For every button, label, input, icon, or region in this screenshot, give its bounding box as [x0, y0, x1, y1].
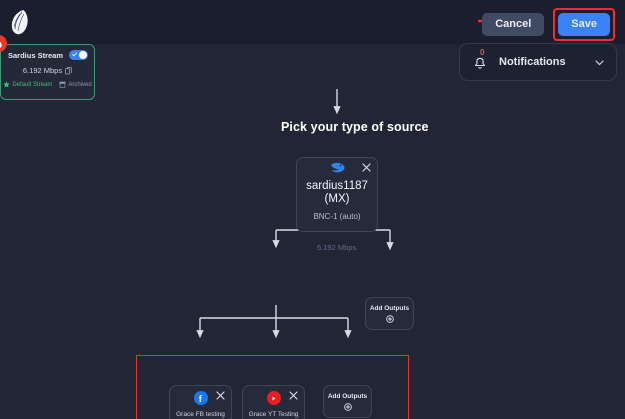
archive-icon [59, 81, 66, 88]
destination-name-yt: Grace YT Testing [248, 411, 299, 418]
default-stream-badge: Default Stream [3, 81, 52, 88]
sardius-leaf-logo[interactable] [8, 8, 34, 36]
check-icon [72, 52, 77, 57]
notifications-label: Notifications [499, 56, 566, 68]
copy-icon[interactable] [65, 66, 72, 75]
save-button[interactable]: Save [558, 13, 610, 36]
default-stream-label: Default Stream [12, 81, 53, 88]
destination-name-fb: Grace FB testing [176, 411, 225, 418]
bell-icon [474, 57, 486, 69]
workflow-canvas[interactable]: 6.192 Mbps Pick your type of source sard… [0, 35, 625, 419]
record-alert-icon[interactable] [0, 35, 7, 52]
plus-circle-icon [385, 314, 394, 323]
destination-node-facebook[interactable]: Grace FB testing [169, 385, 232, 419]
archived-label: Archived [68, 81, 92, 88]
star-icon [3, 81, 11, 88]
youtube-icon [266, 391, 281, 405]
stream-bitrate-row: 6.192 Mbps [1, 66, 94, 75]
destination-header-yt [243, 386, 304, 406]
plus-circle-icon [343, 402, 352, 411]
add-outputs-label: Add Outputs [369, 304, 410, 312]
add-outputs-button-bottom[interactable]: Add Outputs [323, 385, 372, 418]
toggle-knob [79, 51, 87, 59]
close-icon[interactable] [289, 391, 298, 400]
notifications-dropdown[interactable]: 0 Notifications [459, 43, 617, 81]
stream-badges: Default Stream Archived [1, 81, 94, 88]
stream-name-label: Sardius Stream [8, 50, 64, 60]
header-actions: Cancel Save [482, 8, 615, 41]
notification-count-badge: 0 [480, 48, 485, 57]
stream-node-header: Sardius Stream [1, 45, 94, 60]
cancel-button[interactable]: Cancel [482, 13, 545, 36]
bell-icon-wrap: 0 [471, 49, 489, 71]
destination-node-youtube[interactable]: Grace YT Testing [242, 385, 305, 419]
archived-badge: Archived [59, 81, 92, 88]
app-header: Cancel Save [0, 0, 625, 44]
source-node-title: sardius1187 (MX) [306, 180, 368, 205]
add-outputs-button-top[interactable]: Add Outputs [365, 297, 414, 330]
close-icon[interactable] [362, 163, 371, 172]
stream-bitrate-label: 6.192 Mbps [22, 66, 63, 75]
destination-header-fb [170, 386, 231, 406]
page-title: Pick your type of source [281, 120, 429, 134]
sardius-fish-icon [330, 162, 344, 173]
close-icon[interactable] [216, 391, 225, 400]
stream-node[interactable]: Sardius Stream 6.192 Mbps [0, 35, 95, 100]
source-node[interactable]: sardius1187 (MX) BNC-1 (auto) [296, 157, 378, 232]
add-outputs-label: Add Outputs [327, 392, 368, 400]
chevron-down-icon[interactable] [594, 57, 605, 68]
save-button-annotation-highlight: Save [553, 8, 615, 41]
source-node-header [297, 158, 377, 178]
facebook-icon [193, 391, 208, 405]
stream-enabled-toggle[interactable] [69, 50, 88, 60]
edge-bitrate-label: 6.192 Mbps [317, 243, 357, 252]
source-node-subtitle: BNC-1 (auto) [313, 212, 361, 221]
